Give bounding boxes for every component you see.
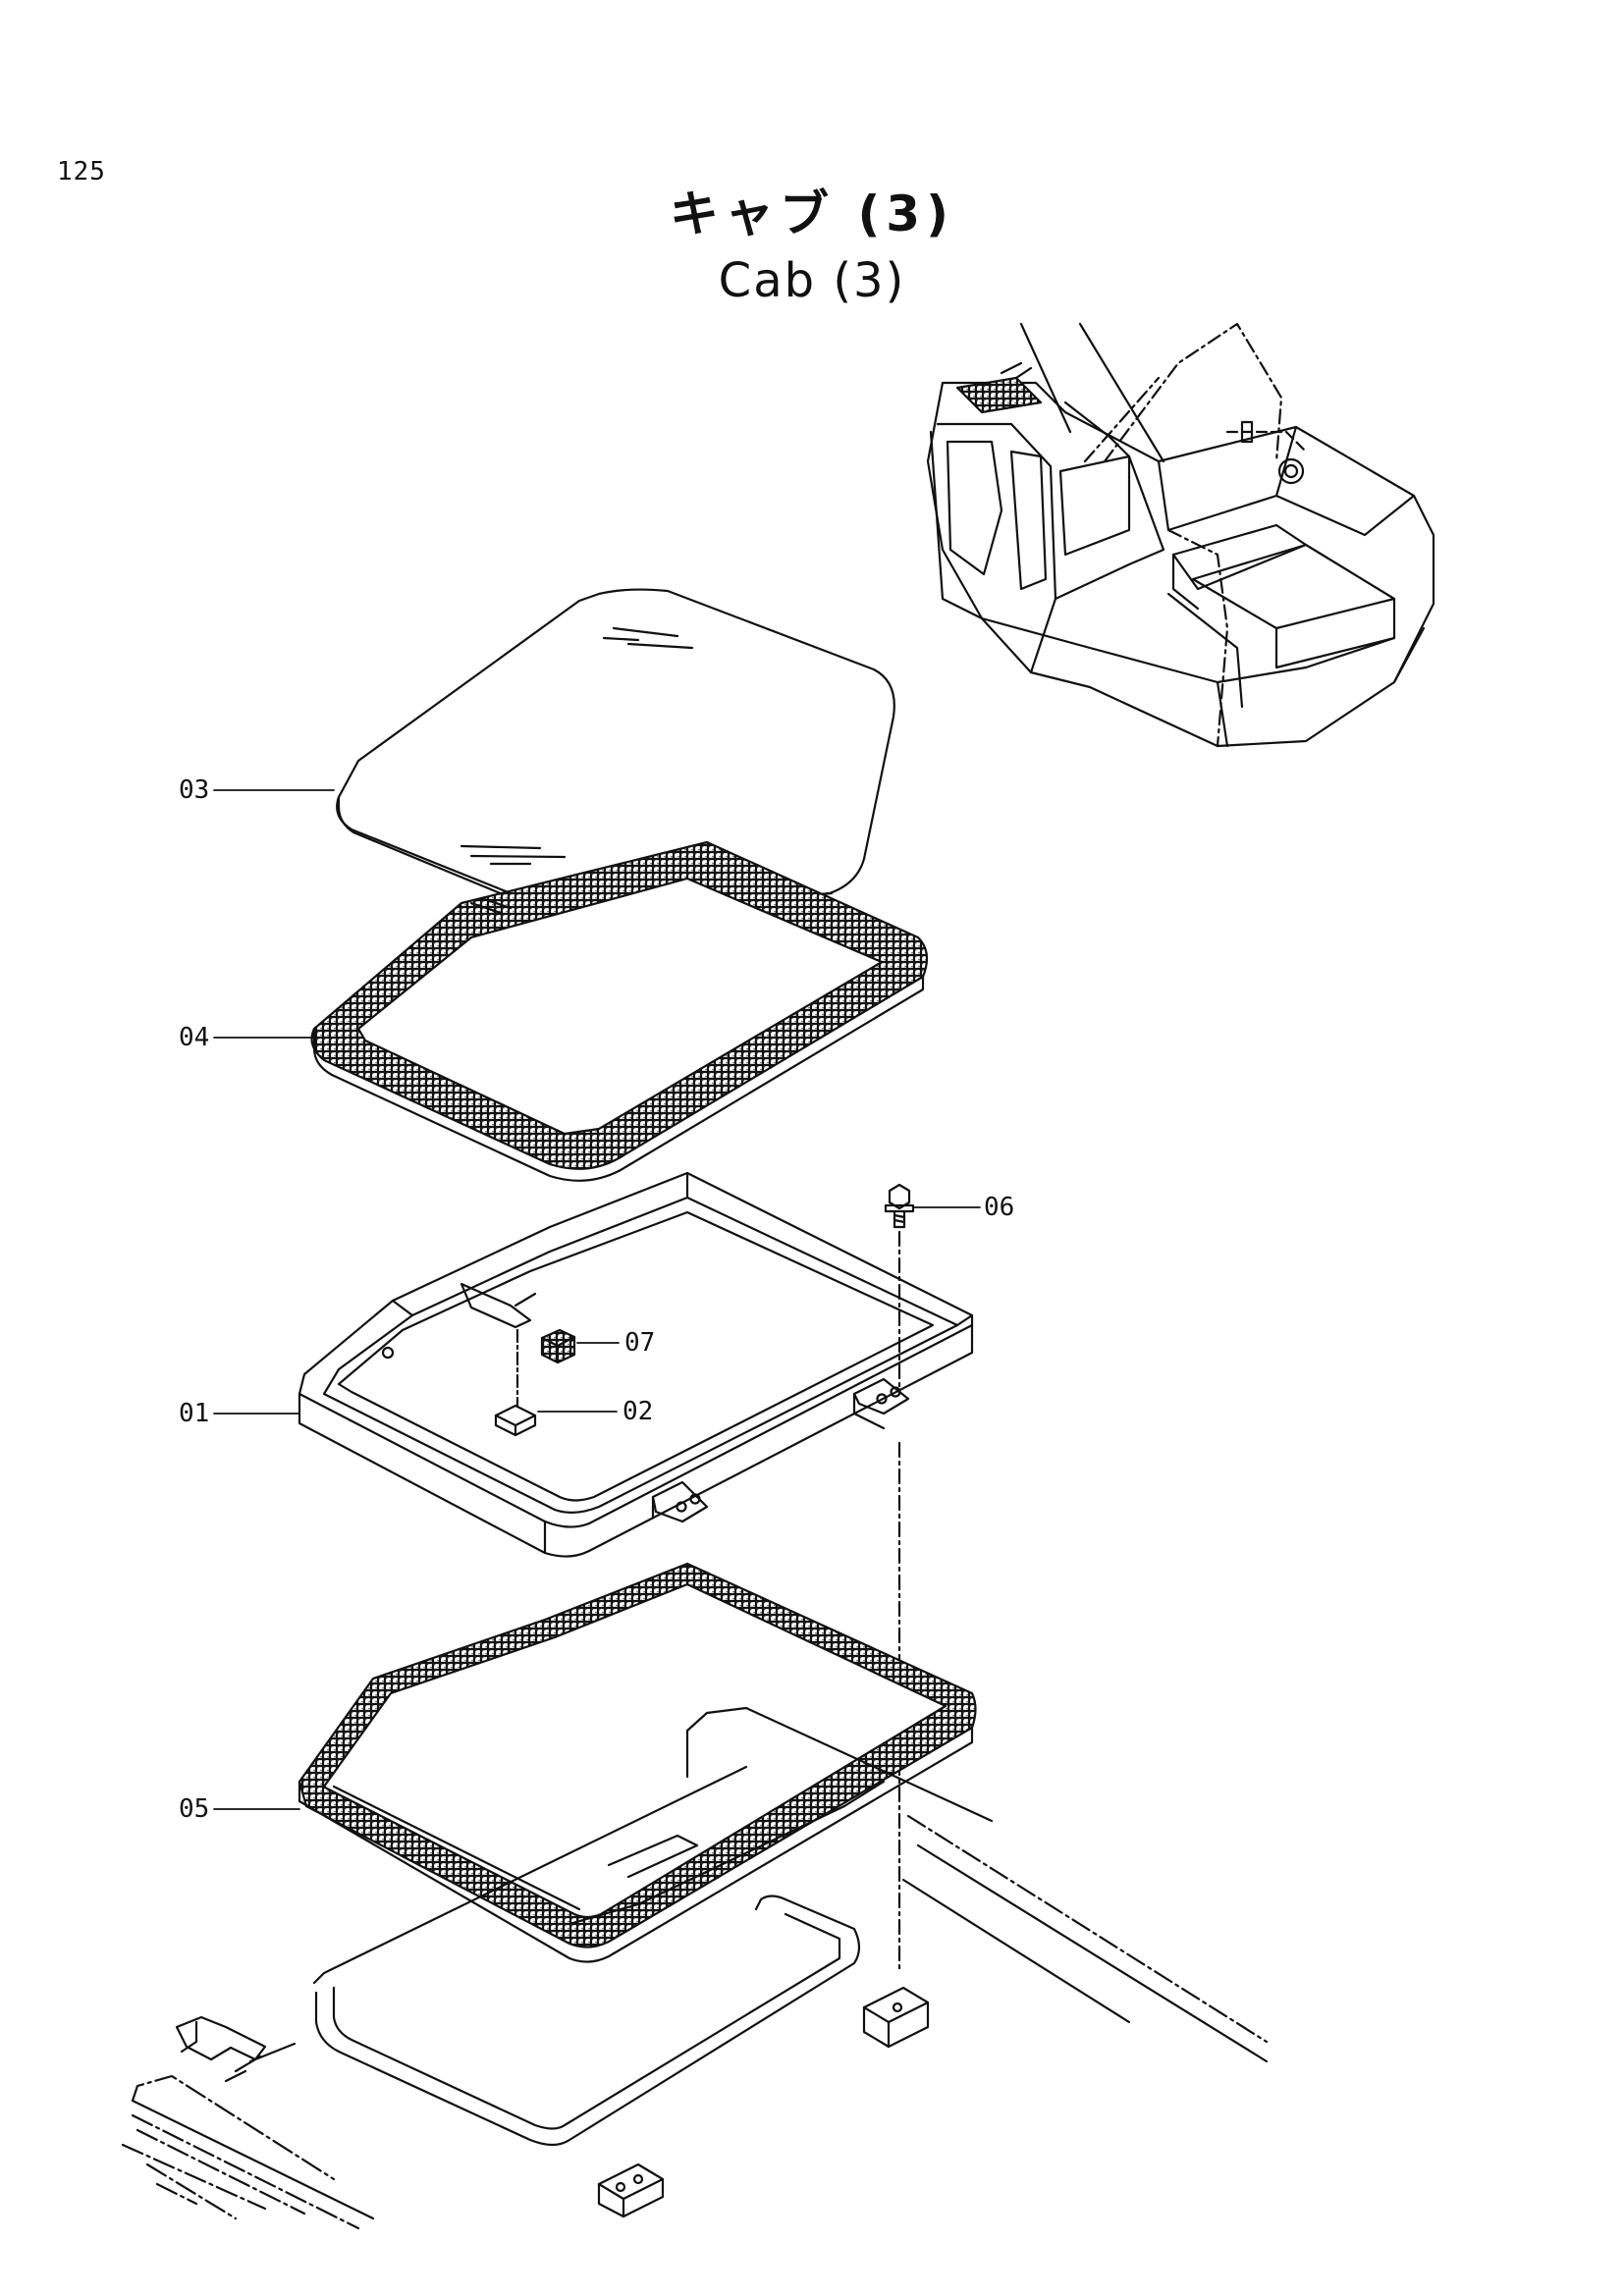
callout-04-label: 04 (179, 1023, 210, 1052)
part-02-clip (494, 1328, 537, 1437)
excavator-overview-illustration (926, 322, 1435, 748)
part-07-block (540, 1328, 576, 1364)
callout-06-label: 06 (984, 1193, 1015, 1222)
callout-leaders (213, 789, 981, 1810)
cab-base-structure (121, 1706, 1269, 2230)
part-01-frame (298, 1171, 974, 1558)
callout-02-label: 02 (623, 1397, 654, 1426)
part-05-seal (298, 1562, 977, 1963)
callout-03-label: 03 (179, 775, 210, 805)
title-english: Cab (3) (718, 253, 906, 308)
callout-05-label: 05 (179, 1794, 210, 1824)
callout-01-label: 01 (179, 1399, 210, 1428)
title-japanese: キャブ (3) (670, 186, 954, 242)
title-block: キャブ (3) Cab (3) (0, 175, 1624, 308)
page-number: 125 (57, 157, 106, 187)
part-04-gasket (310, 840, 929, 1182)
part-06-bolt (884, 1183, 915, 1970)
callout-07-label: 07 (624, 1328, 656, 1358)
